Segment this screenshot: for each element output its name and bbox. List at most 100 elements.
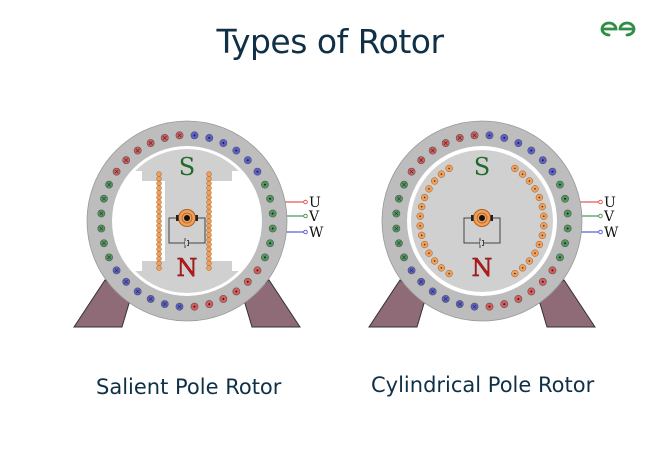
field-coil-dot <box>514 167 516 170</box>
field-coil-right <box>206 227 212 234</box>
stator-conductor-dot <box>541 159 544 162</box>
stator-conductor-dot <box>263 183 266 186</box>
terminal-label-U: U <box>604 195 616 211</box>
field-coil-right <box>206 213 212 219</box>
field-coil-dot <box>433 260 436 262</box>
terminal-W <box>598 229 603 235</box>
battery-gap <box>480 241 483 245</box>
field-coil-dot <box>538 196 541 199</box>
field-coil-right <box>206 185 212 191</box>
stator-conductor-cross <box>99 211 104 216</box>
stator-conductor-cross <box>124 279 129 284</box>
pole-label-n: N <box>472 254 493 282</box>
stator-conductor-cross <box>396 196 401 201</box>
field-coil-left <box>156 241 162 248</box>
slip-ring-inner <box>476 212 488 224</box>
stator-conductor-dot <box>558 256 561 259</box>
stator-conductor-cross <box>394 226 399 231</box>
stator-conductor-cross <box>419 279 424 284</box>
terminal-V <box>303 213 308 219</box>
stator-conductor-dot <box>551 269 554 272</box>
stator-conductor-dot <box>541 280 544 283</box>
stator-conductor-dot <box>503 136 506 139</box>
brush-left <box>176 215 179 221</box>
stator-conductor-dot <box>193 134 196 137</box>
field-coil-right <box>206 265 212 271</box>
field-coil-dot <box>440 173 443 175</box>
shaft <box>184 215 190 221</box>
stator-conductor-cross <box>101 196 106 201</box>
stator-conductor-dot <box>517 297 520 300</box>
field-coil-dot <box>541 234 544 237</box>
stator-conductor-cross <box>135 289 140 294</box>
field-coil-dot <box>521 267 524 269</box>
field-coil-left <box>156 237 162 243</box>
terminal-label-V: V <box>308 209 320 225</box>
stator-conductor-cross <box>409 169 414 174</box>
stator-conductor-cross <box>135 148 140 153</box>
stator-conductor-cross <box>162 302 167 307</box>
stator-conductor-dot <box>558 183 561 186</box>
pole-label-n: N <box>177 254 198 282</box>
stator-conductor-cross <box>101 241 106 246</box>
stator-conductor-dot <box>566 212 569 215</box>
field-coil-left <box>156 251 162 257</box>
geeksforgeeks-logo-icon <box>600 18 636 42</box>
stator-conductor-cross <box>107 255 112 260</box>
terminal-label-W: W <box>604 225 619 241</box>
stator-conductor-dot <box>530 290 533 293</box>
field-coil-dot <box>521 173 524 175</box>
stator-conductor-dot <box>235 290 238 293</box>
field-coil-left <box>156 171 162 177</box>
field-coil-dot <box>428 252 430 254</box>
field-coil-right <box>206 241 212 248</box>
stator-conductor-dot <box>222 297 225 300</box>
stator-conductor-dot <box>256 170 259 173</box>
stator-conductor-dot <box>517 142 520 145</box>
stator-conductor-cross <box>472 304 477 309</box>
field-coil-left <box>156 213 162 219</box>
stator-conductor-cross <box>99 226 104 231</box>
stator-conductor-cross <box>457 302 462 307</box>
field-coil-left <box>156 260 162 266</box>
stator-conductor-cross <box>472 133 477 138</box>
field-coil-right <box>206 246 212 252</box>
stator-conductor-dot <box>246 280 249 283</box>
field-coil-dot <box>419 215 421 217</box>
field-coil-right <box>206 223 212 229</box>
field-coil-dot <box>423 243 426 246</box>
field-coil-left <box>156 227 162 234</box>
field-coil-right <box>206 255 212 262</box>
terminal-V <box>598 213 603 219</box>
field-coil-left <box>156 185 162 191</box>
stator-conductor-cross <box>148 296 153 301</box>
stator-conductor-cross <box>177 304 182 309</box>
stator-conductor-cross <box>396 241 401 246</box>
stator-conductor-dot <box>488 305 491 308</box>
stator-conductor-cross <box>419 158 424 163</box>
stator-conductor-cross <box>177 133 182 138</box>
field-coil-dot <box>420 205 423 208</box>
field-coil-dot <box>448 167 450 170</box>
terminal-label-U: U <box>309 195 321 211</box>
field-coil-left <box>156 180 162 187</box>
stator-conductor-cross <box>114 169 119 174</box>
field-coil-left <box>156 208 162 215</box>
terminal-label-W: W <box>309 225 324 241</box>
field-coil-left <box>156 232 162 238</box>
field-coil-left <box>156 199 162 205</box>
field-coil-right <box>206 190 212 196</box>
field-coil-dot <box>423 196 426 199</box>
stator-conductor-dot <box>551 170 554 173</box>
stator-conductor-cross <box>409 268 414 273</box>
stator-conductor-dot <box>269 242 272 245</box>
stator-conductor-dot <box>235 149 238 152</box>
field-coil-right <box>206 180 212 187</box>
field-coil-left <box>156 194 162 201</box>
field-coil-left <box>156 190 162 196</box>
field-coil-right <box>206 218 212 224</box>
stator-conductor-cross <box>162 135 167 140</box>
terminal-W <box>303 229 308 235</box>
